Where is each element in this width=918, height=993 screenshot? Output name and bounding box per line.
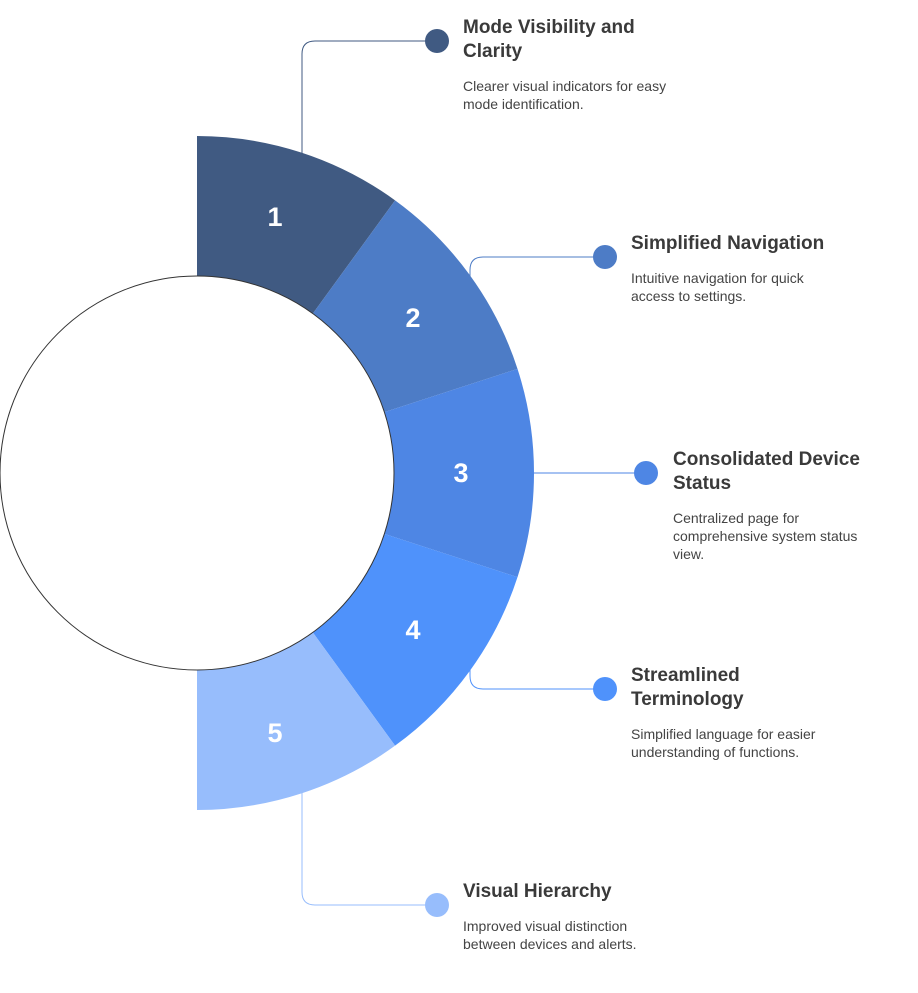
item-4-description: Simplified language for easier understan…: [631, 726, 816, 760]
marker-dot-2: [593, 245, 617, 269]
segment-4: [312, 533, 518, 746]
item-3-description: Centralized page for comprehensive syste…: [673, 510, 858, 562]
marker-dot-4: [593, 677, 617, 701]
item-1-description: Clearer visual indicators for easy mode …: [463, 78, 667, 112]
segment-number-4: 4: [405, 615, 420, 645]
marker-dot-3: [634, 461, 658, 485]
segment-number-5: 5: [267, 718, 282, 748]
connector-2: [469, 256, 605, 278]
segment-number-3: 3: [453, 458, 468, 488]
item-1: Mode Visibility and Clarity Clearer visu…: [463, 16, 683, 113]
item-2-description: Intuitive navigation for quick access to…: [631, 270, 804, 304]
segment-number-1: 1: [267, 202, 282, 232]
connector-5: [301, 790, 437, 906]
item-3: Consolidated Device Status Centralized p…: [673, 448, 888, 563]
marker-dot-1: [425, 29, 449, 53]
segment-number-2: 2: [405, 303, 420, 333]
item-1-title: Mode Visibility and Clarity: [463, 17, 635, 62]
segment-5: [197, 632, 396, 810]
item-3-title: Consolidated Device Status: [673, 449, 860, 494]
item-2: Simplified Navigation Intuitive navigati…: [631, 232, 831, 305]
item-2-title: Simplified Navigation: [631, 233, 825, 254]
item-5-title: Visual Hierarchy: [463, 881, 612, 902]
item-5-description: Improved visual distinction between devi…: [463, 918, 637, 952]
segment-3: [384, 368, 534, 578]
item-5: Visual Hierarchy Improved visual distinc…: [463, 880, 673, 953]
marker-dot-5: [425, 893, 449, 917]
item-4-title: Streamlined Terminology: [631, 665, 744, 710]
connector-4: [469, 668, 605, 690]
segment-1: [197, 136, 396, 314]
connector-1: [301, 40, 437, 155]
segment-2: [312, 200, 518, 413]
item-4: Streamlined Terminology Simplified langu…: [631, 664, 841, 761]
inner-circle: [0, 275, 395, 671]
